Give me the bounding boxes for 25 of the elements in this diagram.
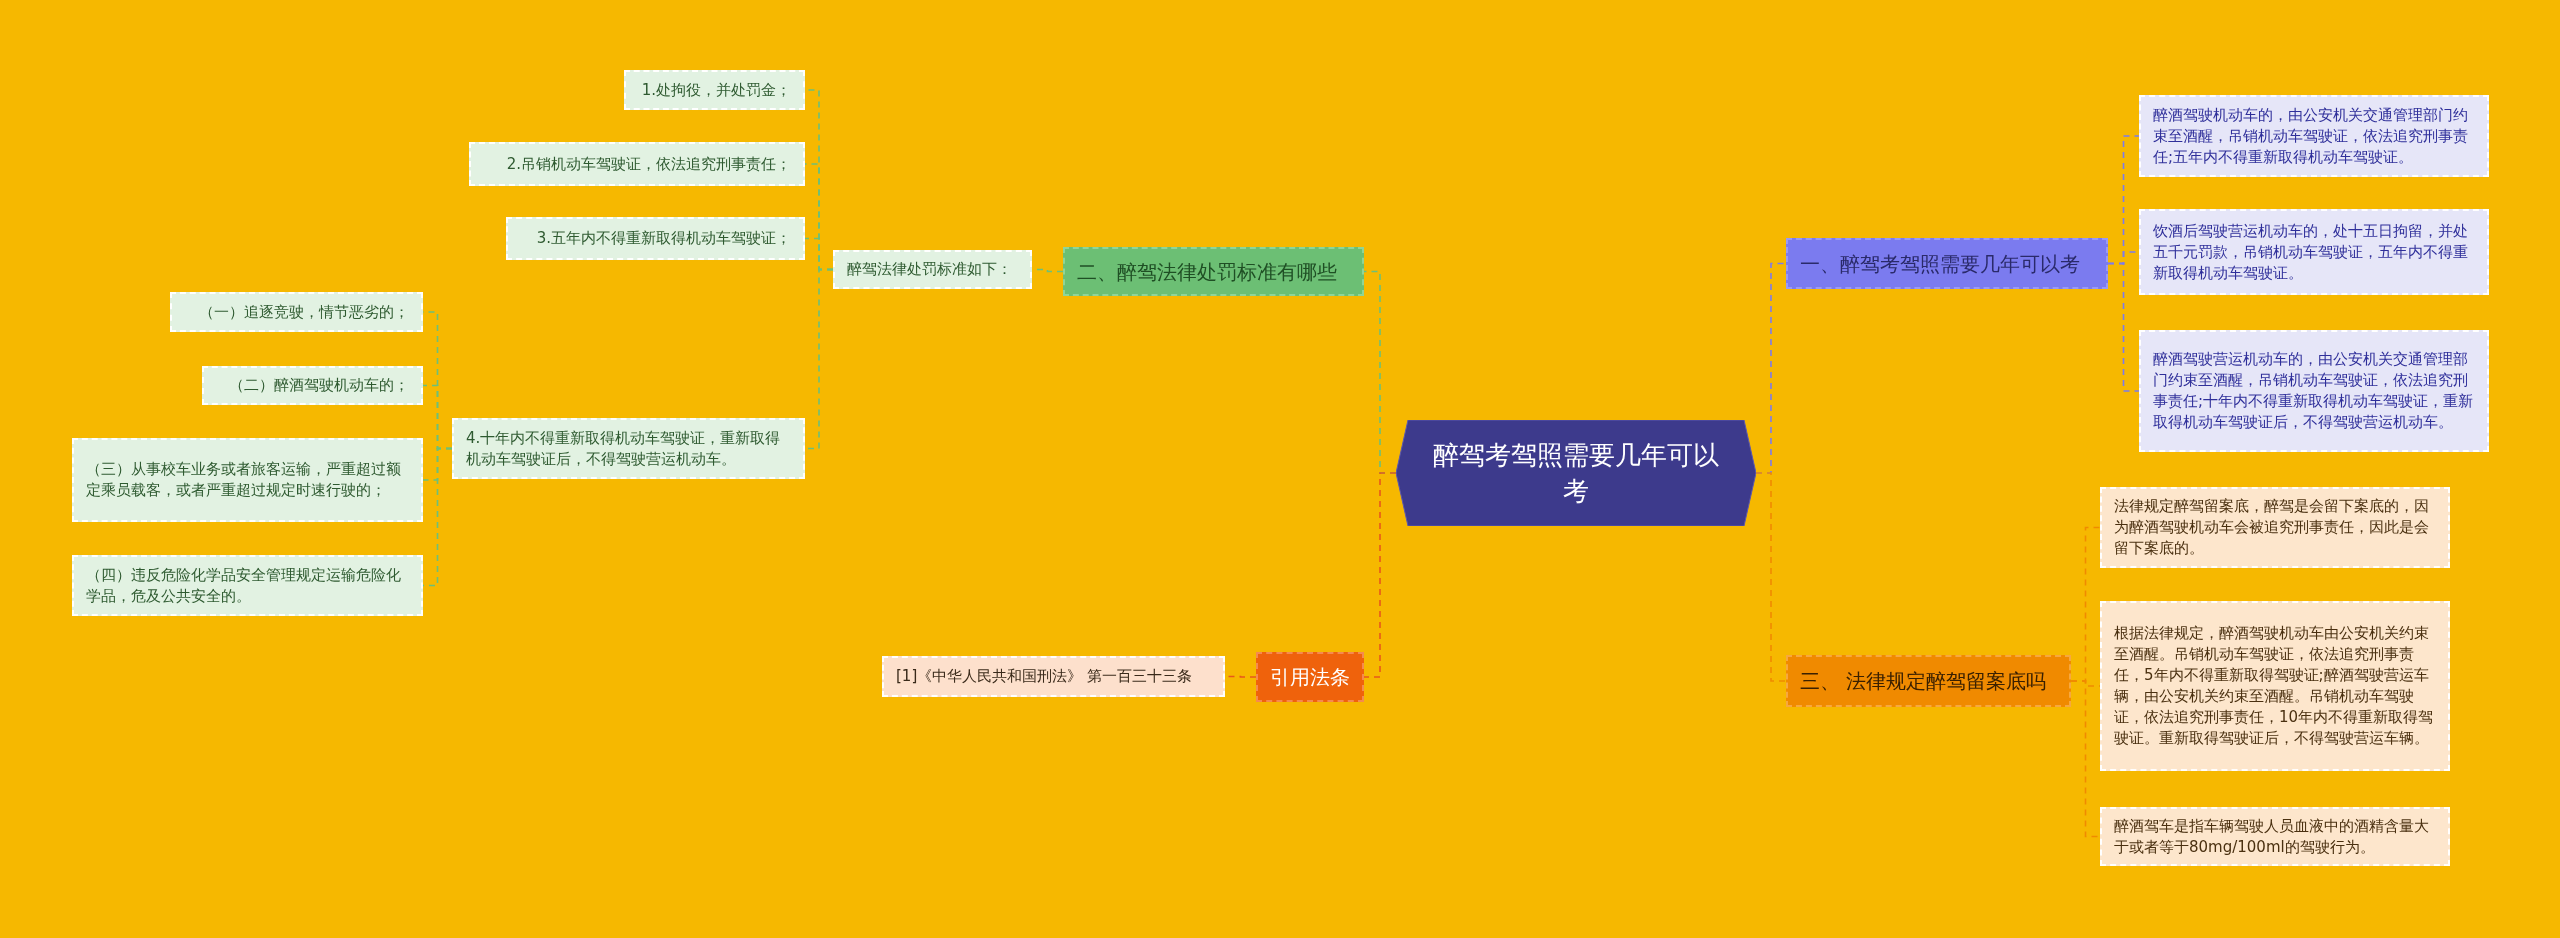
leaf-topic: 饮酒后驾驶营运机动车的，处十五日拘留，并处五千元罚款，吊销机动车驾驶证，五年内不得重新取得机动车驾驶证。 (2139, 209, 2489, 295)
connector-line (1363, 472, 1397, 678)
leaf-topic: 醉酒驾驶机动车的，由公安机关交通管理部门约束至酒醒，吊销机动车驾驶证，依法追究刑事责任;五年内不得重新取得机动车驾驶证。 (2139, 95, 2489, 177)
leaf-topic: （四）违反危险化学品安全管理规定运输危险化学品，危及公共安全的。 (72, 555, 423, 616)
leaf-topic: （一）追逐竞驶，情节恶劣的； (170, 292, 423, 332)
connector-line (2107, 262, 2140, 392)
central-topic: 醉驾考驾照需要几年可以考 (1396, 420, 1756, 526)
leaf-topic: 法律规定醉驾留案底，醉驾是会留下案底的，因为醉酒驾驶机动车会被追究刑事责任，因此是会留下案底的。 (2100, 487, 2450, 568)
branch-topic: 二、醉驾法律处罚标准有哪些 (1063, 247, 1364, 296)
leaf-topic: 醉酒驾驶营运机动车的，由公安机关交通管理部门约束至酒醒，吊销机动车驾驶证，依法追究刑事责任;十年内不得重新取得机动车驾驶证，重新取得机动车驾驶证后，不得驾驶营运机动车。 (2139, 330, 2489, 452)
branch-topic: 引用法条 (1256, 652, 1364, 702)
leaf-topic: 4.十年内不得重新取得机动车驾驶证，重新取得机动车驾驶证后，不得驾驶营运机动车。 (452, 418, 805, 479)
leaf-topic: [1]《中华人民共和国刑法》 第一百三十三条 (882, 656, 1225, 697)
leaf-topic: 根据法律规定，醉酒驾驶机动车由公安机关约束至酒醒。吊销机动车驾驶证，依法追究刑事责任，5年内不得重新取得驾驶证;醉酒驾驶营运车辆，由公安机关约束至酒醒。吊销机动车驾驶证，依法追究刑事责任，10年内不得重新取得驾驶证。重新取得驾驶证后，不得驾驶营运车辆。 (2100, 601, 2450, 771)
leaf-topic: （二）醉酒驾驶机动车的； (202, 366, 423, 405)
leaf-topic: 3.五年内不得重新取得机动车驾驶证； (506, 217, 805, 260)
branch-topic: 一、醉驾考驾照需要几年可以考 (1786, 238, 2108, 289)
leaf-topic: 2.吊销机动车驾驶证，依法追究刑事责任； (469, 142, 805, 186)
leaf-topic: 醉驾法律处罚标准如下： (833, 250, 1032, 289)
connector-line (2070, 680, 2101, 838)
leaf-topic: 1.处拘役，并处罚金； (624, 70, 805, 110)
leaf-topic: 醉酒驾车是指车辆驾驶人员血液中的酒精含量大于或者等于80mg/100ml的驾驶行为。 (2100, 807, 2450, 866)
leaf-topic: （三）从事校车业务或者旅客运输，严重超过额定乘员载客，或者严重超过规定时速行驶的； (72, 438, 423, 522)
connector-line (1755, 472, 1787, 682)
branch-topic: 三、 法律规定醉驾留案底吗 (1786, 655, 2071, 707)
